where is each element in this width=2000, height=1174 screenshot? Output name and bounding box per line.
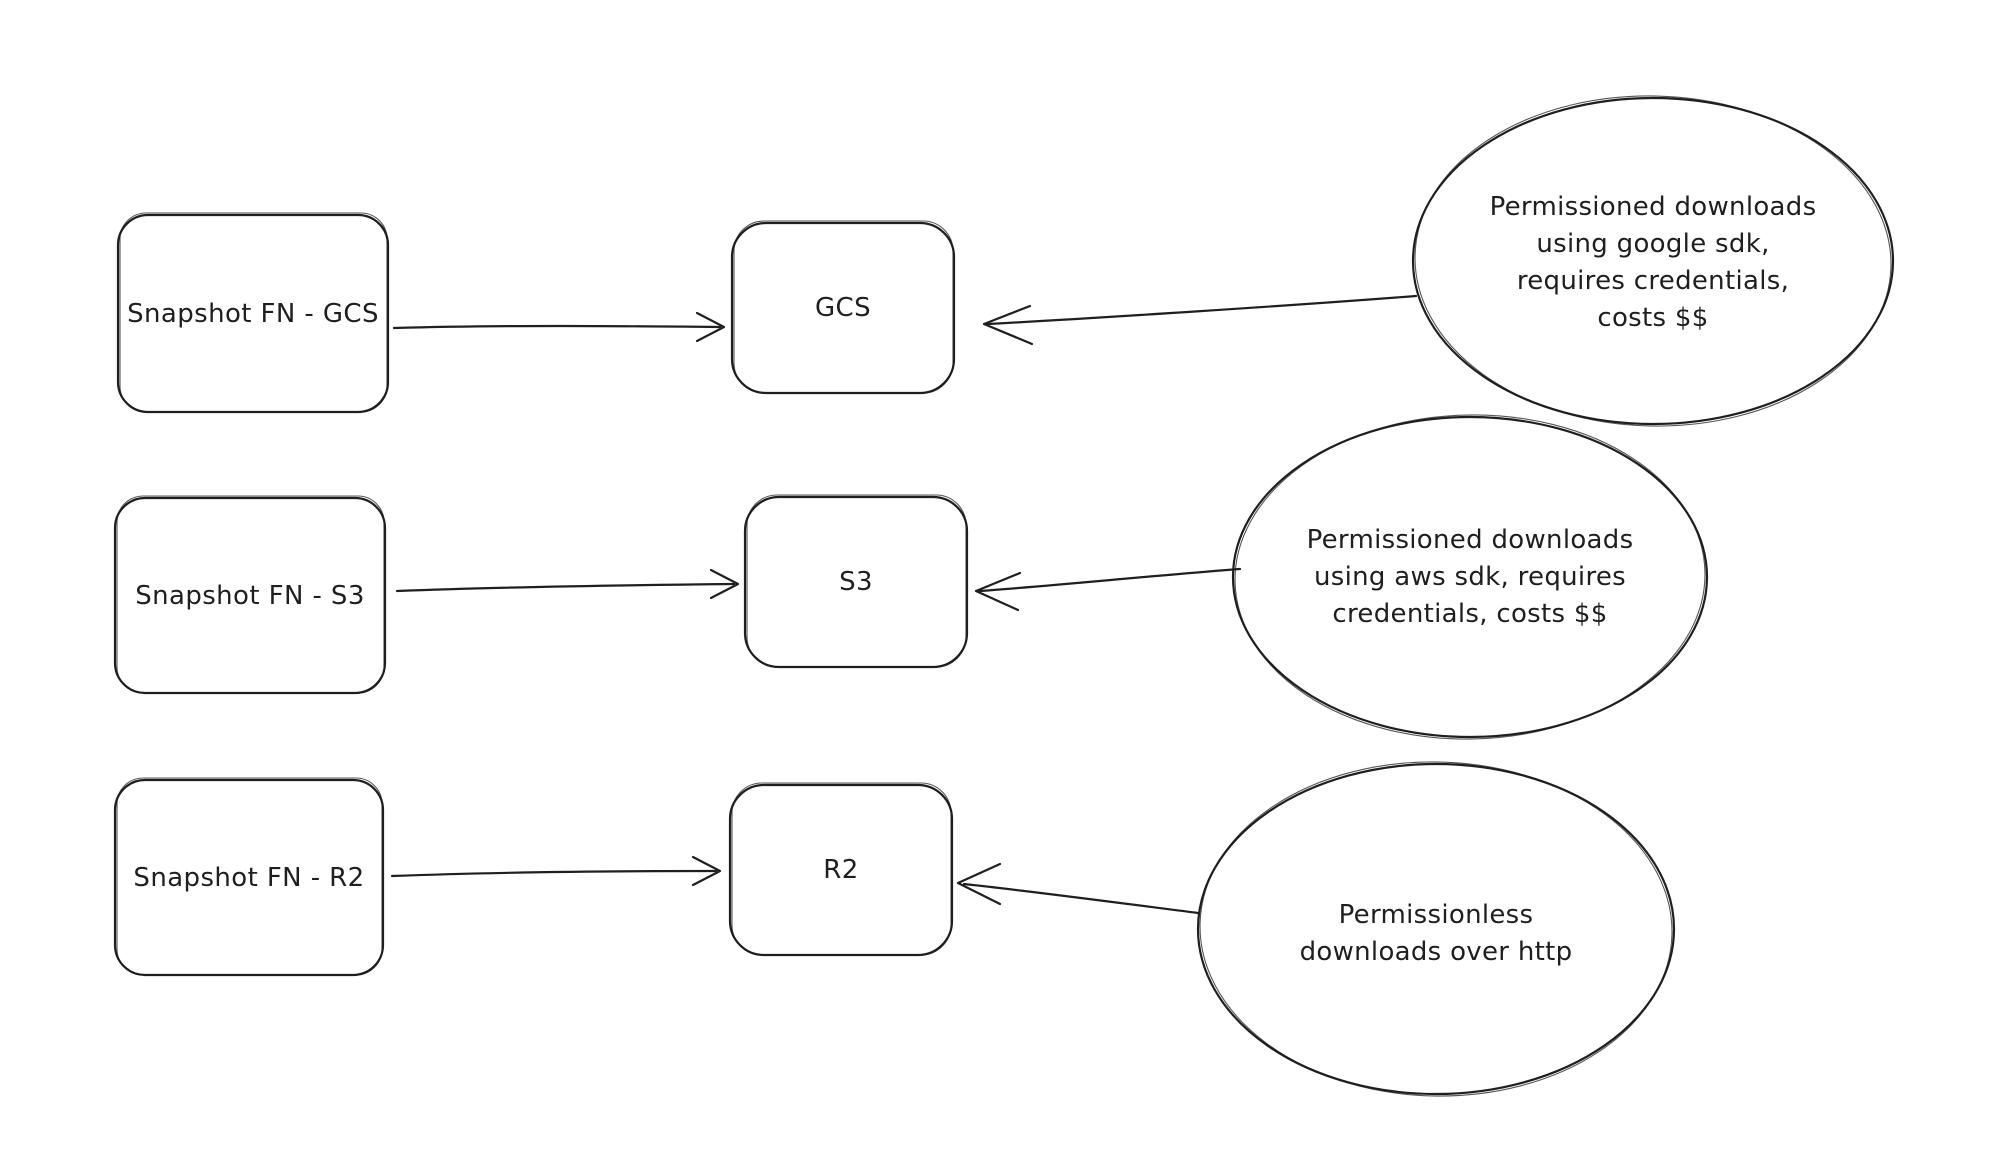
target-box-label-gcs: GCS: [814, 293, 871, 323]
target-box-s3-shape: [743, 494, 969, 669]
target-box-gcs-shape: [730, 220, 956, 395]
note-line: requires credentials,: [1516, 266, 1790, 296]
source-box-label-r2: Snapshot FN - R2: [133, 862, 365, 893]
source-box-r2-shape: [113, 777, 385, 977]
note-ellipse-gcs-shape: [1411, 95, 1895, 427]
arrow-source-to-s3: [395, 568, 740, 600]
note-line: costs $$: [1597, 303, 1709, 333]
note-line: credentials, costs $$: [1332, 598, 1608, 629]
note-ellipse-r2-shape: [1196, 761, 1676, 1097]
arrow-source-to-r2: [390, 855, 722, 887]
arrow-note-to-s3: [974, 567, 1242, 612]
note-line: Permissioned downloads: [1489, 192, 1817, 222]
target-box-label-r2: R2: [823, 855, 859, 885]
arrow-note-to-gcs: [982, 294, 1418, 346]
note-line: using google sdk,: [1536, 229, 1770, 259]
target-box-label-s3: S3: [839, 567, 873, 597]
note-line: Permissionless: [1338, 900, 1534, 930]
source-box-label-s3: Snapshot FN - S3: [135, 580, 365, 611]
target-box-r2-shape: [728, 782, 954, 957]
source-box-label-gcs: Snapshot FN - GCS: [127, 298, 379, 329]
note-line: downloads over http: [1299, 937, 1573, 967]
note-ellipse-s3-shape: [1231, 414, 1709, 740]
note-line: Permissioned downloads: [1306, 524, 1634, 555]
arrow-source-to-gcs: [392, 311, 726, 343]
note-label-r2: Permissionless downloads over http: [1196, 874, 1676, 994]
note-label-gcs: Permissioned downloads using google sdk,…: [1413, 163, 1893, 363]
source-box-s3-shape: [113, 495, 387, 695]
note-label-s3: Permissioned downloads using aws sdk, re…: [1230, 497, 1710, 657]
note-line: using aws sdk, requires: [1313, 561, 1627, 592]
source-box-gcs-shape: [116, 212, 390, 414]
arrow-note-to-r2: [956, 862, 1200, 915]
